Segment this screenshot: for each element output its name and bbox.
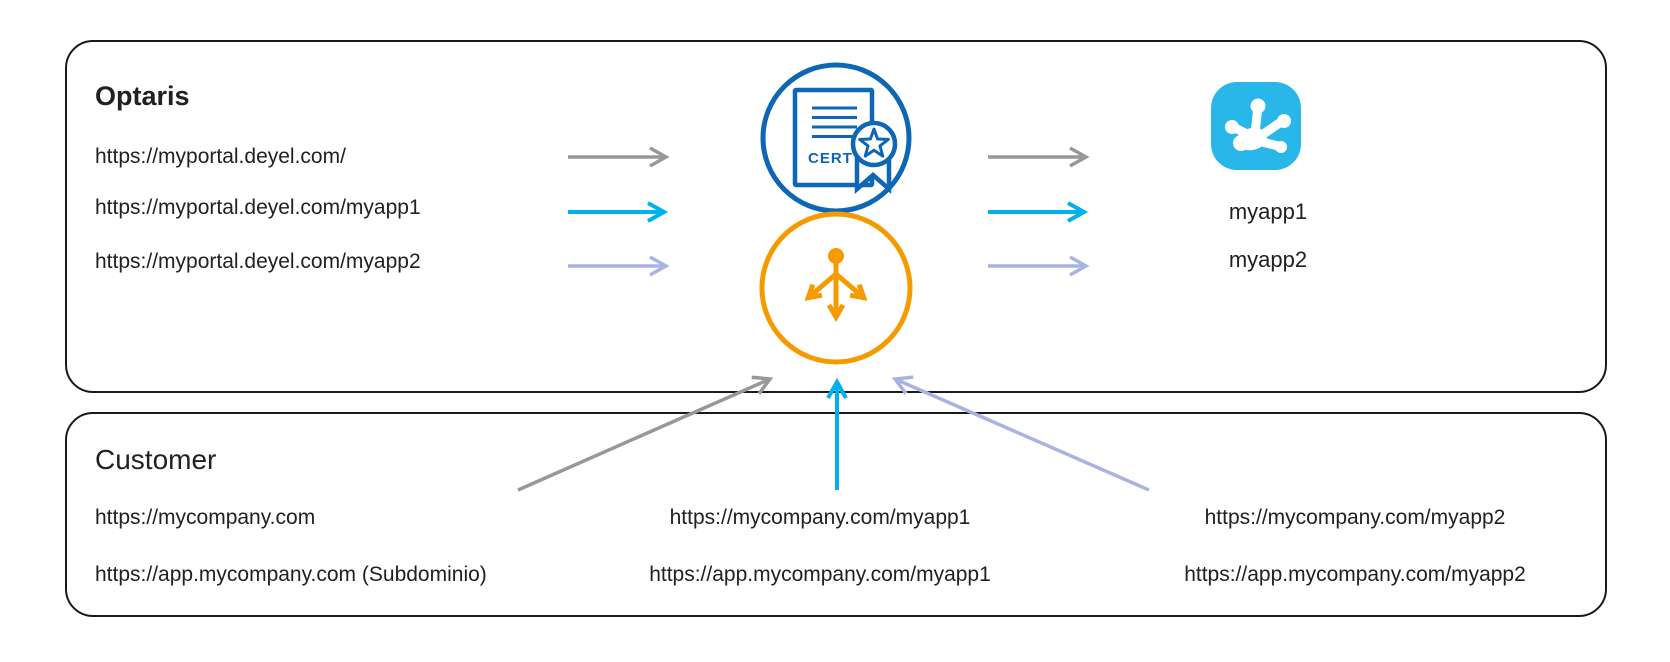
optaris-url-myapp1: https://myportal.deyel.com/myapp1 <box>95 196 421 219</box>
optaris-url-root: https://myportal.deyel.com/ <box>95 145 346 168</box>
optaris-title: Optaris <box>95 81 190 111</box>
customer-url-subdomain-myapp2: https://app.mycompany.com/myapp2 <box>1184 563 1526 586</box>
optaris-url-myapp2: https://myportal.deyel.com/myapp2 <box>95 250 421 273</box>
customer-url-root: https://mycompany.com <box>95 506 316 529</box>
customer-url-subdomain-root: https://app.mycompany.com (Subdominio) <box>95 563 487 586</box>
customer-url-myapp1: https://mycompany.com/myapp1 <box>669 506 971 529</box>
customer-url-subdomain-myapp1: https://app.mycompany.com/myapp1 <box>649 563 991 586</box>
app-label-myapp2: myapp2 <box>1228 247 1308 272</box>
customer-title: Customer <box>95 444 217 475</box>
app-label-myapp1: myapp1 <box>1228 199 1308 224</box>
customer-url-myapp2: https://mycompany.com/myapp2 <box>1204 506 1506 529</box>
